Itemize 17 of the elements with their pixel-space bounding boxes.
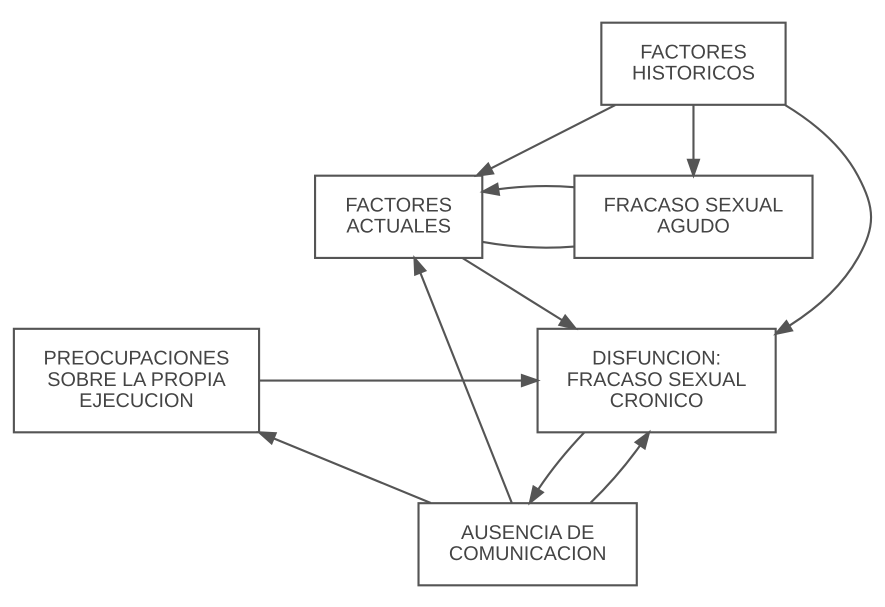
node-box: FRACASO SEXUAL AGUDO	[573, 174, 814, 258]
node-box: DISFUNCION: FRACASO SEXUAL CRONICO	[536, 327, 777, 433]
node-box: PREOCUPACIONES SOBRE LA PROPIA EJECUCION	[12, 327, 260, 433]
arrow	[480, 182, 574, 196]
node-box: FACTORES ACTUALES	[314, 174, 484, 258]
arrow	[686, 104, 700, 178]
arrow	[528, 431, 586, 505]
node-box: AUSENCIA DE COMUNICACION	[417, 502, 638, 586]
arrow	[474, 104, 616, 177]
arrow	[256, 430, 432, 504]
arrow	[773, 104, 872, 336]
arrow	[590, 429, 651, 503]
arrow	[462, 256, 578, 330]
node-box: FACTORES HISTORICOS	[600, 21, 787, 106]
connector	[482, 240, 574, 248]
arrow	[259, 373, 541, 387]
arrow	[413, 254, 513, 503]
